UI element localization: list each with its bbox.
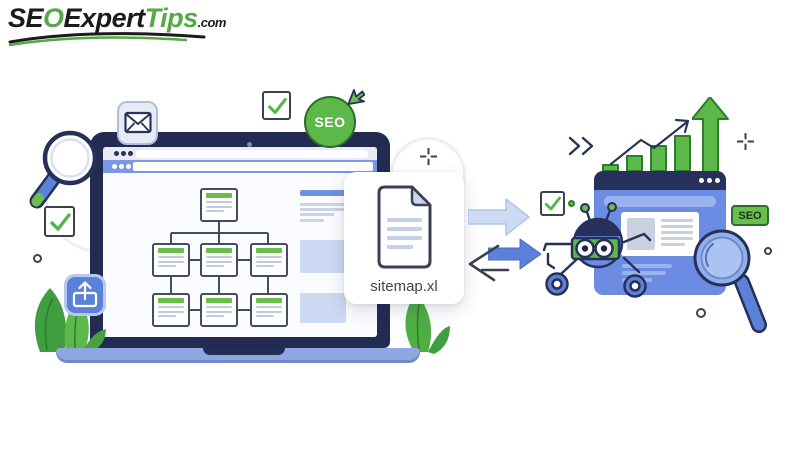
checkmark-icon [262, 91, 291, 120]
text-line [661, 219, 693, 222]
sidebar-heading-bar [300, 190, 346, 196]
browser-tab-bar [103, 147, 377, 160]
text-line [622, 271, 666, 275]
dot-decoration [764, 247, 772, 255]
dot-decoration [568, 200, 575, 207]
sitemap-node [152, 243, 190, 277]
file-name-label: sitemap.xl [370, 278, 438, 295]
magnifying-glass-icon [29, 130, 98, 209]
sidebar-block [300, 240, 346, 273]
checkmark-icon [44, 206, 75, 237]
sparkle-icon [737, 133, 754, 150]
text-line [661, 225, 693, 228]
laptop-base-notch [203, 348, 285, 355]
sitemap-connectors [170, 222, 269, 311]
search-bar [604, 196, 716, 207]
laptop-base [56, 348, 420, 363]
upload-glyph [72, 281, 98, 308]
sitemap-node [200, 243, 238, 277]
text-line [661, 237, 693, 240]
cursor-icon [347, 89, 365, 106]
sitemap-node [250, 293, 288, 327]
logo-o: O [43, 3, 64, 33]
seo-circle-badge: SEO [304, 96, 356, 148]
trend-arrow-icon [609, 118, 690, 166]
laptop-camera-dot [247, 142, 252, 147]
sidebar-block [300, 293, 346, 323]
robot-crawler-icon [542, 202, 652, 298]
sidebar-text-line [300, 219, 324, 222]
sitemap-node [250, 243, 288, 277]
sitemap-file-card: sitemap.xl [344, 172, 464, 304]
node-header [206, 193, 232, 198]
window-header [594, 171, 726, 190]
sidebar-text-line [300, 203, 344, 206]
laptop-browser-window [103, 147, 377, 337]
window-dot [126, 164, 131, 169]
result-card [621, 212, 699, 256]
window-dot [119, 164, 124, 169]
logo-tld: .com [197, 15, 227, 30]
text-line [661, 231, 693, 234]
arrow-right-blue-icon [488, 238, 542, 270]
logo-expert: Expert [63, 3, 146, 33]
fast-forward-chevrons-icon [568, 136, 594, 156]
arrow-right-light-icon [468, 198, 530, 236]
dot-decoration [696, 308, 706, 318]
seo-circle-label: SEO [314, 114, 346, 130]
plant-leaves-icon [405, 292, 450, 354]
browser-address-bar [103, 160, 377, 173]
sparkle-icon [420, 148, 437, 165]
upload-icon [64, 274, 106, 316]
logo-swoosh-icon [8, 32, 206, 46]
window-dot [707, 178, 712, 183]
window-dot [112, 164, 117, 169]
sidebar-text-line [300, 208, 344, 211]
url-bar [136, 149, 368, 158]
site-logo: SEOExpertTips.com [8, 3, 226, 46]
logo-tips: Tips [144, 3, 199, 33]
text-line [661, 243, 685, 246]
document-icon [377, 185, 432, 269]
growth-bars [602, 130, 691, 172]
window-dot [715, 178, 720, 183]
sidebar-text-line [300, 213, 334, 216]
mail-icon [117, 101, 158, 145]
window-dot [699, 178, 704, 183]
sitemap-node [152, 293, 190, 327]
address-input [133, 162, 373, 171]
site-logo-text: SEOExpertTips.com [8, 3, 226, 37]
growth-up-arrow-icon [692, 97, 729, 173]
seo-tag-badge: SEO [731, 205, 769, 226]
arrow-left-outline-icon [468, 244, 510, 282]
dot-decoration [33, 254, 42, 263]
sitemap-node [200, 293, 238, 327]
envelope-glyph [123, 111, 152, 134]
seo-tag-label: SEO [738, 209, 762, 222]
window-dot [121, 151, 126, 156]
window-dot [114, 151, 119, 156]
logo-se: SE [8, 3, 44, 33]
window-dot [128, 151, 133, 156]
checkmark-icon [540, 191, 565, 216]
browser-content [103, 173, 377, 337]
sitemap-node [200, 188, 238, 222]
magnifying-glass-icon [693, 229, 767, 333]
text-line [622, 264, 672, 268]
